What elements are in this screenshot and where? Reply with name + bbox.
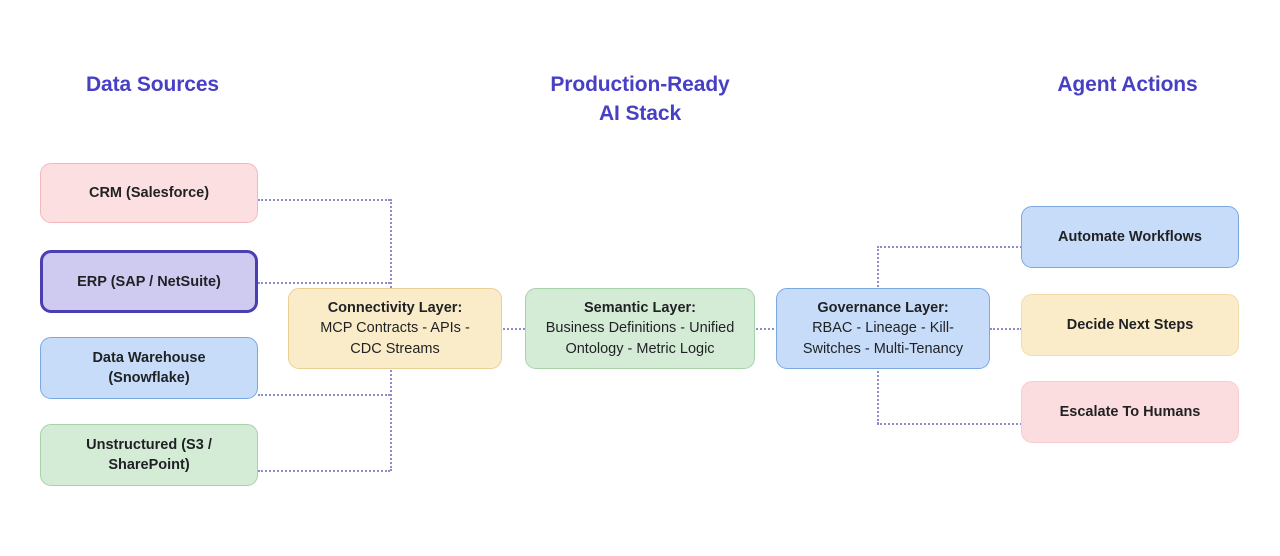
connector-unstructured-horizontal (258, 470, 390, 472)
node-erp-label: ERP (SAP / NetSuite) (77, 273, 221, 290)
column-title-line2: AI Stack (598, 102, 682, 125)
connectivity-layer-desc-line1: MCP Contracts - APIs - (320, 320, 470, 337)
node-escalate-to-humans[interactable]: Escalate To Humans (1021, 381, 1239, 443)
connectivity-layer-title: Connectivity Layer: (327, 299, 463, 316)
connector-governance-riser-down (877, 360, 879, 424)
semantic-layer-title: Semantic Layer: (583, 299, 697, 316)
governance-layer-desc-line2: Switches - Multi-Tenancy (802, 340, 964, 357)
connector-connectivity-to-semantic (500, 328, 528, 330)
connector-to-decide-next-steps (990, 328, 1022, 330)
node-decide-next-steps[interactable]: Decide Next Steps (1021, 294, 1239, 356)
column-title-production-ready-ai-stack: Production-Ready AI Stack (500, 70, 780, 128)
node-crm-label: CRM (Salesforce) (88, 185, 210, 201)
column-title-data-sources: Data Sources (85, 73, 220, 96)
semantic-layer-desc-line1: Business Definitions - Unified (545, 320, 735, 337)
connector-to-automate-workflows (877, 246, 1022, 248)
automate-workflows-label: Automate Workflows (1058, 229, 1202, 245)
node-data-warehouse-label-line1: Data Warehouse (92, 350, 206, 366)
connector-crm-horizontal (258, 199, 390, 201)
connector-to-escalate-to-humans (877, 423, 1022, 425)
semantic-layer-desc-line2: Ontology - Metric Logic (565, 340, 715, 357)
escalate-to-humans-label: Escalate To Humans (1059, 404, 1201, 420)
governance-layer-title: Governance Layer: (817, 299, 949, 316)
node-semantic-layer[interactable]: Semantic Layer: Business Definitions - U… (525, 288, 755, 369)
node-unstructured-label-line2: SharePoint) (108, 457, 190, 473)
node-governance-layer[interactable]: Governance Layer: RBAC - Lineage - Kill-… (776, 288, 990, 369)
node-connectivity-layer[interactable]: Connectivity Layer: MCP Contracts - APIs… (288, 288, 502, 369)
connector-data-warehouse-horizontal (258, 394, 390, 396)
connector-erp-horizontal (258, 282, 390, 284)
node-erp-sap-netsuite[interactable]: ERP (SAP / NetSuite) (40, 250, 258, 313)
governance-layer-desc-line1: RBAC - Lineage - Kill- (812, 320, 954, 337)
connector-semantic-to-governance (752, 328, 778, 330)
node-unstructured-s3-sharepoint[interactable]: Unstructured (S3 / SharePoint) (40, 424, 258, 486)
connectivity-layer-desc-line2: CDC Streams (350, 340, 440, 357)
node-automate-workflows[interactable]: Automate Workflows (1021, 206, 1239, 268)
node-unstructured-label-line1: Unstructured (S3 / (86, 437, 212, 453)
node-crm-salesforce[interactable]: CRM (Salesforce) (40, 163, 258, 223)
decide-next-steps-label: Decide Next Steps (1066, 317, 1194, 333)
column-title-line1: Production-Ready (550, 73, 730, 96)
node-data-warehouse-label-line2: (Snowflake) (108, 370, 190, 386)
node-data-warehouse-snowflake[interactable]: Data Warehouse (Snowflake) (40, 337, 258, 399)
column-title-agent-actions: Agent Actions (1057, 73, 1198, 96)
connector-governance-riser-up (877, 246, 879, 298)
